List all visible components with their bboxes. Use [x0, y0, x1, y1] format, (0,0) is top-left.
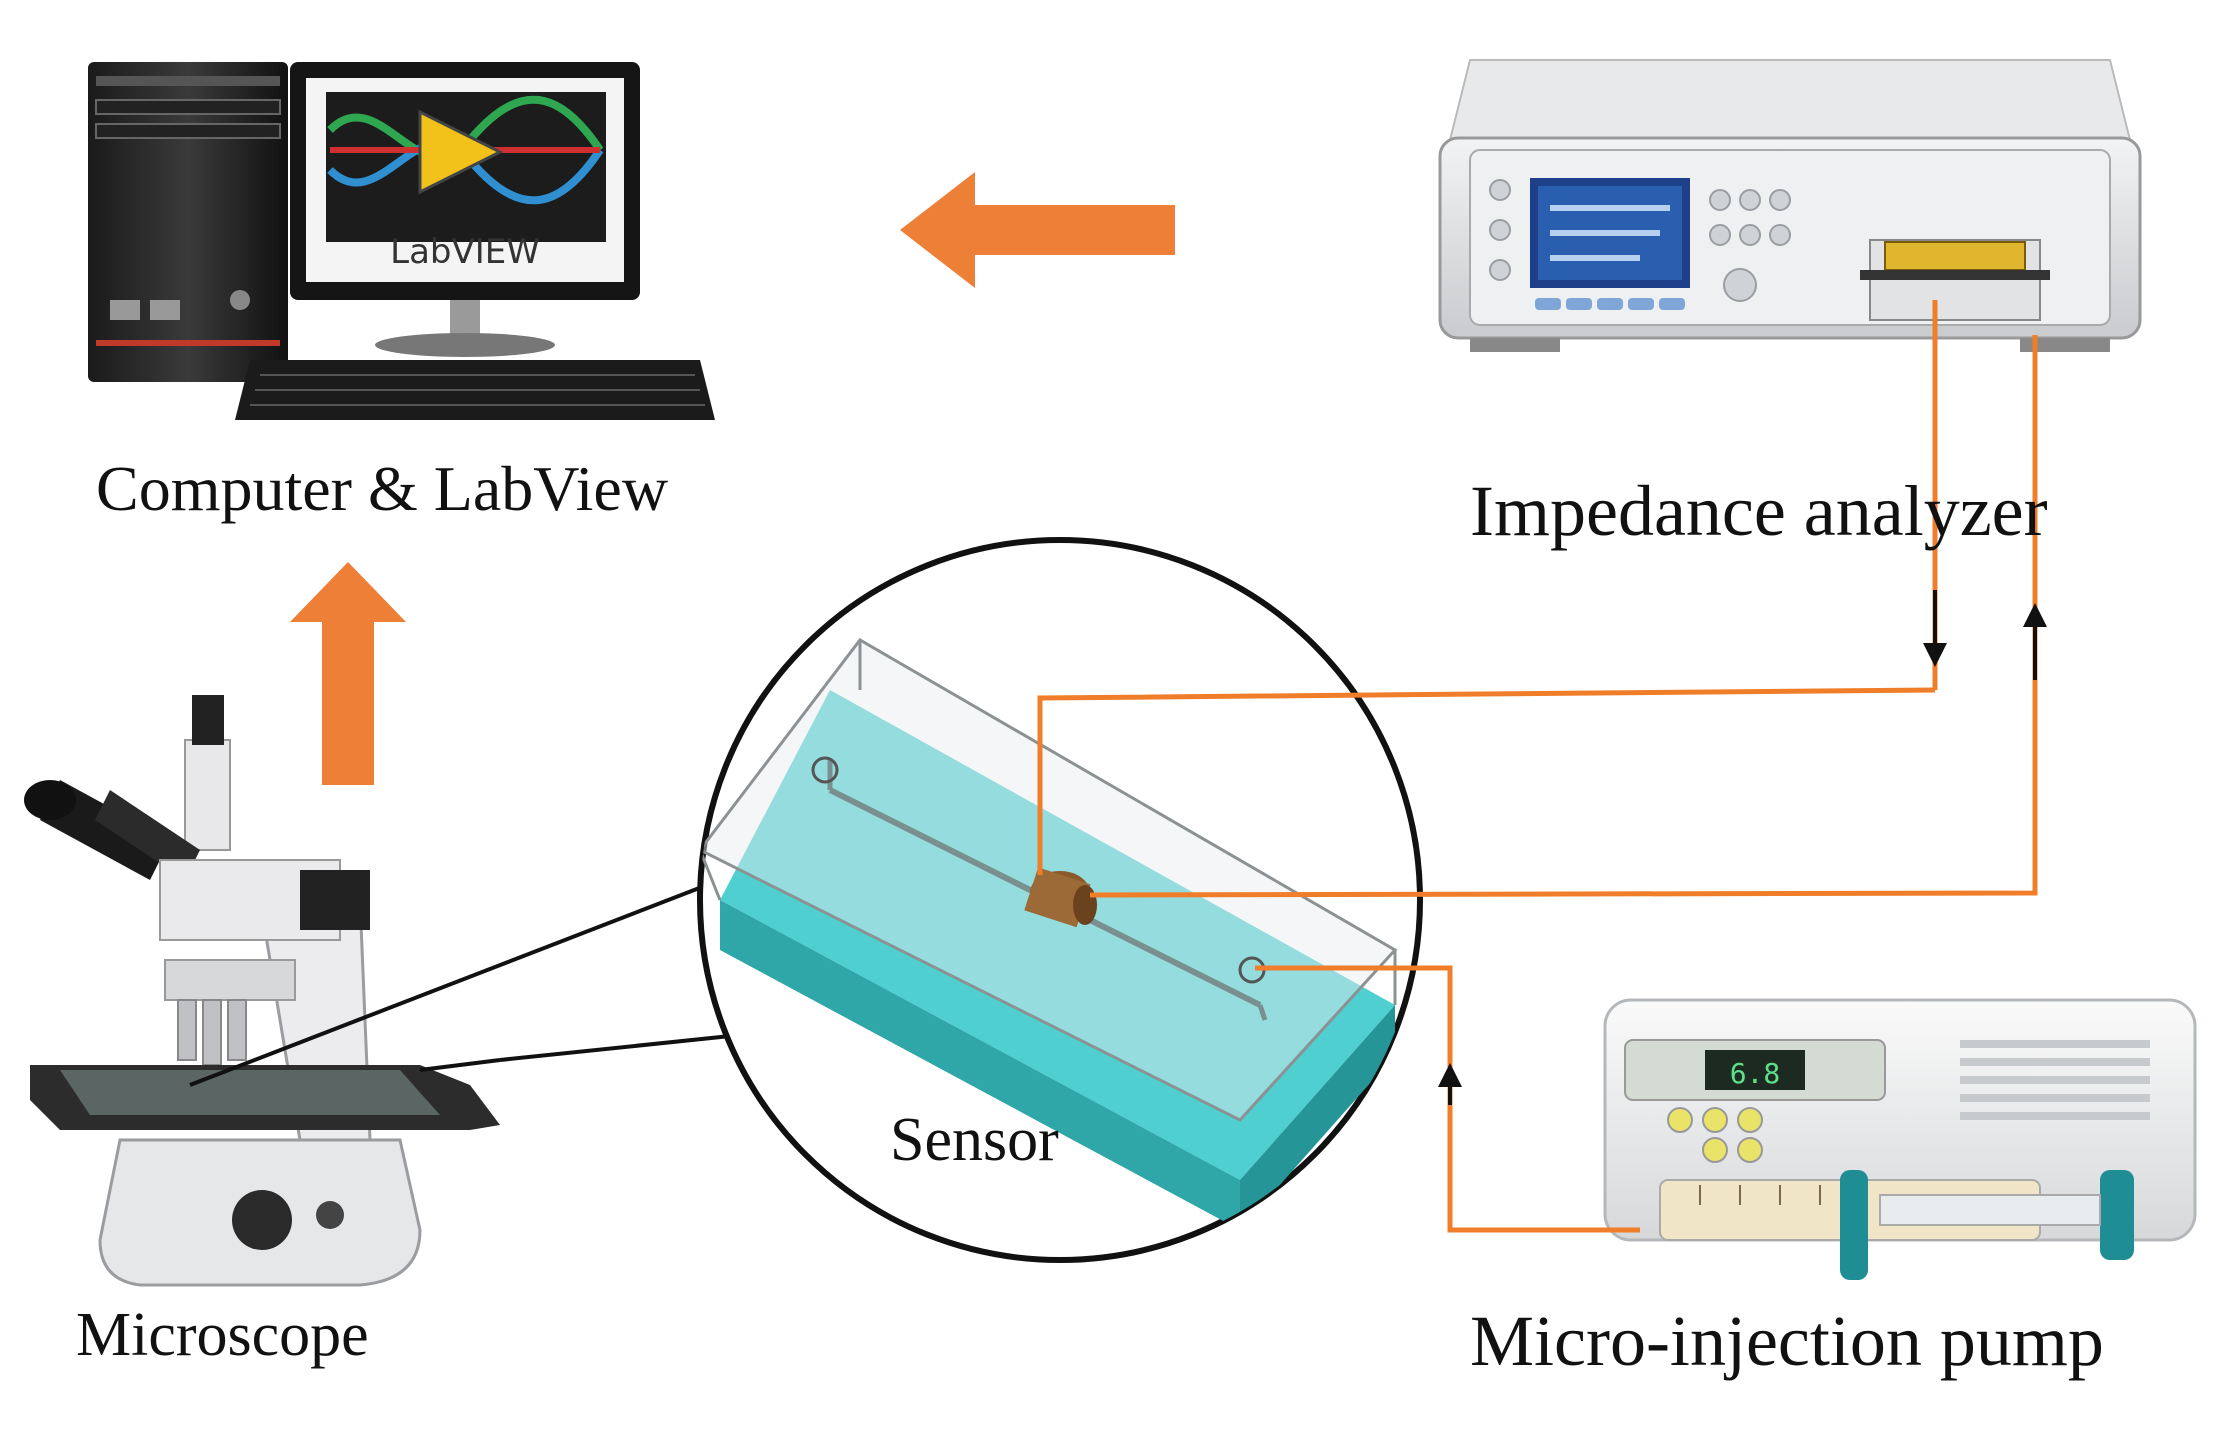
labview-logo-text: LabVIEW [390, 232, 540, 272]
keyboard-icon [235, 360, 715, 420]
syringe-pump-icon: 6.8 [1603, 998, 2197, 1280]
electrode-icon [1024, 867, 1097, 928]
microscope-icon [24, 695, 500, 1287]
microscope-label: Microscope [76, 1301, 369, 1369]
impedance-analyzer-label: Impedance analyzer [1470, 471, 2048, 551]
magnifier-circle-icon [189, 537, 1423, 1263]
data-flow-arrow-up [290, 562, 406, 785]
monitor-icon: LabVIEW [290, 62, 640, 357]
micro-injection-pump-label: Micro-injection pump [1470, 1301, 2104, 1381]
sensor-chip-icon [700, 638, 1398, 1230]
impedance-analyzer-icon [1438, 59, 2142, 352]
data-flow-arrow-left [900, 172, 1175, 288]
sensor-label: Sensor [890, 1106, 1059, 1174]
pump-display-text: 6.8 [1730, 1057, 1781, 1090]
signal-arrows [1438, 590, 2047, 1105]
computer-icon: LabVIEW [88, 62, 715, 420]
computer-label: Computer & LabView [96, 453, 669, 524]
